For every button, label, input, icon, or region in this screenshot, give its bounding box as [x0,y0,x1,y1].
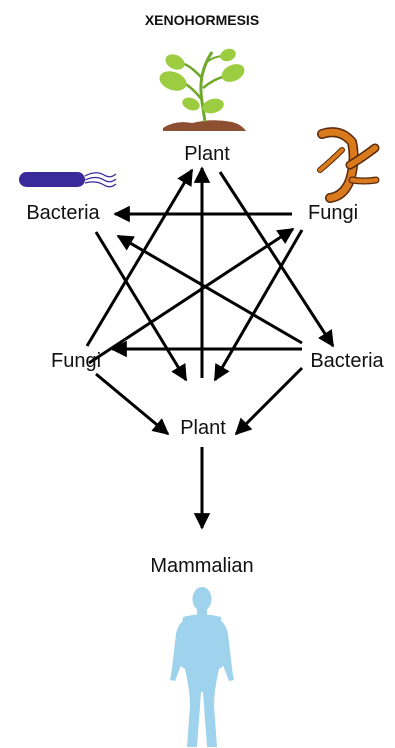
bacterium-icon [19,172,116,187]
node-bacteria-left: Bacteria [26,202,100,224]
fungal-hypha-icon [320,132,376,198]
arrow-bacteria-right-to-plant-lower [236,368,302,434]
human-figure-icon [170,587,234,747]
node-mammalian: Mammalian [150,555,253,577]
arrow-plant-top-to-bacteria-right [220,172,333,346]
node-plant-top: Plant [184,143,230,165]
node-bacteria-right: Bacteria [310,350,384,372]
arrow-fungi-left-to-plant-top [87,170,192,346]
interaction-arrows [87,168,333,528]
plant-sprout-icon [157,47,247,131]
node-plant-bottom: Plant [180,417,226,439]
arrow-fungi-left-to-plant-lower [96,374,168,434]
diagram-title: XENOHORMESIS [145,12,259,28]
node-fungi-right: Fungi [308,202,358,224]
node-fungi-left: Fungi [51,350,101,372]
